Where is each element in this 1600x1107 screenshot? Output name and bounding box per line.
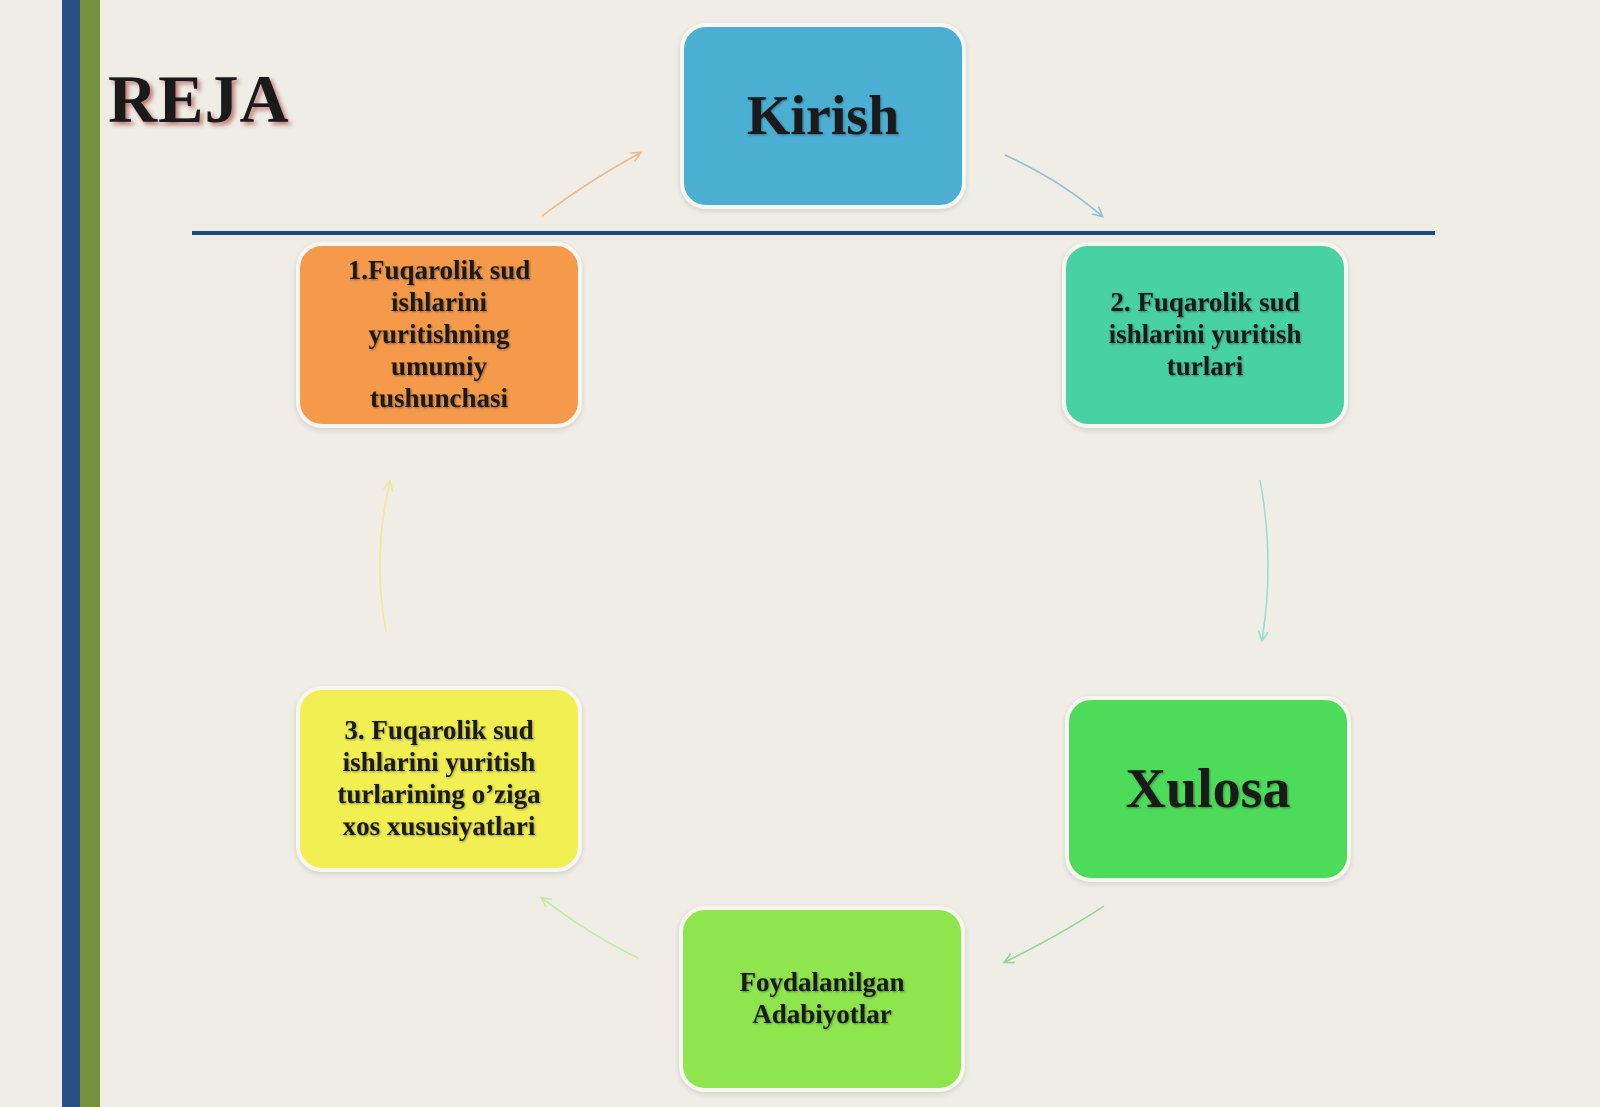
cycle-node-step-3: 3. Fuqarolik sud ishlarini yuritish turl… bbox=[296, 686, 582, 872]
arrow-step3-to-step1 bbox=[379, 482, 390, 633]
arrow-kirish-to-step2 bbox=[1004, 154, 1102, 216]
arrow-step2-to-xulosa bbox=[1260, 479, 1269, 640]
cycle-node-kirish: Kirish bbox=[680, 23, 966, 209]
cycle-node-step-2: 2. Fuqarolik sud ishlarini yuritish turl… bbox=[1062, 242, 1348, 428]
arrow-xulosa-to-adabiyotlar bbox=[1005, 905, 1105, 962]
left-accent-bar-green bbox=[80, 0, 100, 1107]
cycle-node-adabiyotlar: Foydalanilgan Adabiyotlar bbox=[679, 906, 965, 1092]
cycle-node-step-1: 1.Fuqarolik sud ishlarini yuritishning u… bbox=[296, 242, 582, 428]
cycle-node-xulosa: Xulosa bbox=[1065, 696, 1351, 882]
title-divider-line bbox=[192, 231, 1435, 235]
left-accent-bar-blue bbox=[62, 0, 80, 1107]
arrow-adabiyotlar-to-step3 bbox=[542, 898, 639, 959]
arrow-step1-to-kirish bbox=[541, 153, 640, 217]
slide-title: REJA bbox=[108, 61, 290, 137]
